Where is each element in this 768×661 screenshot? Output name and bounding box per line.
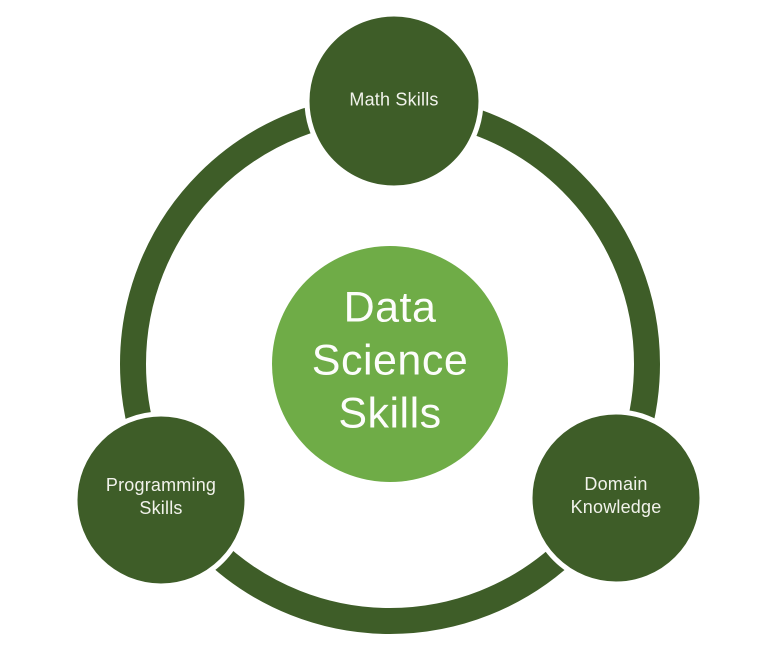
programming-skills-circle [72,411,250,589]
math-skills-circle [304,11,484,191]
center-circle [272,246,508,482]
domain-knowledge-circle [527,409,705,587]
